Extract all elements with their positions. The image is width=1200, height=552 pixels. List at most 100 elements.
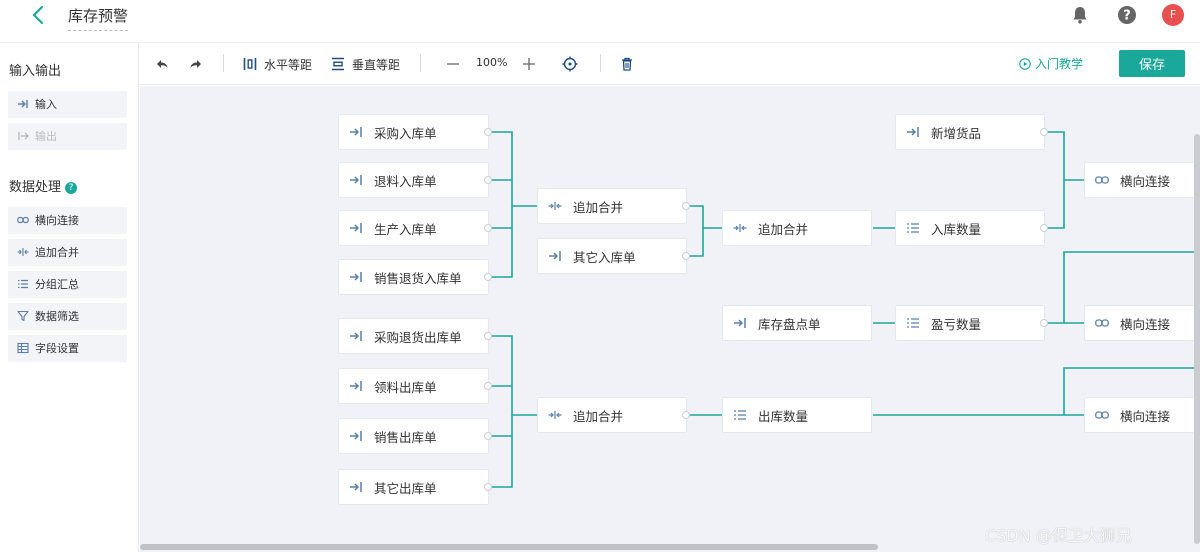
output-port[interactable] (484, 128, 492, 136)
flow-node[interactable]: 出库数量 (722, 397, 872, 433)
sidebar-item-group-summary[interactable]: 分组汇总 (8, 271, 127, 298)
output-port[interactable] (682, 202, 690, 210)
sidebar-item-append-merge[interactable]: 追加合并 (8, 239, 127, 266)
output-port[interactable] (682, 252, 690, 260)
flow-node[interactable]: 盈亏数量 (895, 305, 1048, 341)
toolbar-divider (600, 54, 601, 72)
sidebar-item-field-settings[interactable]: 字段设置 (8, 335, 127, 362)
output-port[interactable] (484, 224, 492, 232)
bell-icon[interactable] (1070, 5, 1090, 25)
page-title[interactable]: 库存预警 (68, 5, 129, 31)
output-port[interactable] (484, 273, 492, 281)
flow-node[interactable]: 追加合并 (722, 210, 872, 246)
node-label: 领料出库单 (374, 379, 437, 395)
merge-icon (548, 202, 562, 210)
flow-node[interactable]: 其它入库单 (537, 238, 690, 274)
flow-canvas[interactable]: 采购入库单 退料入库单 生产入库单 销售退货入库单 采购退货出库单 领料出库单 … (140, 86, 1200, 552)
zoom-in-button[interactable] (521, 55, 537, 73)
node-label: 出库数量 (758, 408, 809, 424)
back-arrow-icon[interactable] (28, 4, 50, 26)
save-button[interactable]: 保存 (1119, 50, 1185, 77)
toolbar-divider (223, 54, 224, 72)
sidebar-item-output[interactable]: 输出 (8, 123, 127, 150)
output-port[interactable] (682, 411, 690, 419)
vertical-distribute-button[interactable]: 垂直等距 (330, 55, 400, 73)
output-port[interactable] (484, 432, 492, 440)
intro-tutorial-link[interactable]: 入门教学 (1019, 55, 1083, 72)
flow-node[interactable]: 领料出库单 (338, 368, 492, 404)
connector (1046, 251, 1200, 324)
zoom-out-button[interactable] (445, 55, 461, 73)
output-port[interactable] (484, 332, 492, 340)
horizontal-distribute-button[interactable]: 水平等距 (242, 55, 312, 73)
horizontal-scrollbar[interactable] (140, 544, 878, 550)
sidebar-item-data-filter[interactable]: 数据筛选 (8, 303, 127, 330)
connector (491, 415, 513, 488)
plus-icon (523, 58, 535, 70)
input-icon (350, 223, 362, 233)
connector (491, 335, 537, 416)
help-icon[interactable]: ? (1117, 5, 1137, 25)
node-label: 入库数量 (931, 221, 982, 237)
horizontal-distribute-label: 水平等距 (264, 57, 313, 72)
crosshair-icon (562, 56, 578, 72)
flow-node[interactable]: 追加合并 (537, 188, 690, 224)
output-port[interactable] (1040, 224, 1048, 232)
undo-button[interactable] (154, 55, 170, 73)
input-icon (18, 100, 28, 108)
flow-node[interactable]: 库存盘点单 (722, 305, 872, 341)
list-icon (907, 318, 919, 328)
output-port[interactable] (1040, 128, 1048, 136)
sidebar-item-input[interactable]: 输入 (8, 91, 127, 118)
output-port[interactable] (484, 483, 492, 491)
sidebar-item-horizontal-join[interactable]: 横向连接 (8, 207, 127, 234)
center-view-button[interactable] (562, 55, 578, 73)
sidebar-item-label: 字段设置 (35, 342, 79, 355)
input-icon (350, 482, 362, 492)
flow-node[interactable]: 退料入库单 (338, 162, 492, 198)
node-label: 其它入库单 (573, 249, 636, 265)
zoom-level: 100% (476, 56, 508, 69)
output-port[interactable] (484, 382, 492, 390)
connector (491, 131, 537, 207)
vertical-scrollbar[interactable] (1194, 134, 1200, 544)
sidebar: 输入输出 输入 输出 数据处理? 横向连接 追加合并 分组汇总 数据筛选 字段设… (0, 43, 139, 552)
flow-node[interactable]: 新增货品 (895, 114, 1048, 150)
flow-node[interactable]: 横向连接 (1084, 305, 1200, 341)
flow-node[interactable]: 横向连接 (1084, 162, 1200, 198)
processing-section-title: 数据处理? (9, 176, 78, 195)
input-icon (350, 431, 362, 441)
output-port[interactable] (1040, 319, 1048, 327)
merge-icon (17, 248, 29, 256)
node-label: 横向连接 (1120, 408, 1171, 424)
node-label: 横向连接 (1120, 173, 1171, 189)
connector (1046, 180, 1065, 229)
flow-node[interactable]: 生产入库单 (338, 210, 492, 246)
node-label: 退料入库单 (374, 173, 437, 189)
flow-node[interactable]: 追加合并 (537, 397, 690, 433)
flow-node[interactable]: 横向连接 (1084, 397, 1200, 433)
redo-button[interactable] (188, 55, 204, 73)
delete-button[interactable] (619, 55, 635, 73)
input-icon (350, 331, 362, 341)
flow-node[interactable]: 采购入库单 (338, 114, 492, 150)
flow-node[interactable]: 采购退货出库单 (338, 318, 492, 354)
output-port[interactable] (484, 176, 492, 184)
table-icon (17, 342, 29, 354)
input-icon (549, 251, 561, 261)
sidebar-item-label: 追加合并 (35, 246, 79, 259)
flow-node[interactable]: 销售出库单 (338, 418, 492, 454)
help-badge-icon[interactable]: ? (65, 182, 78, 194)
intro-tutorial-label: 入门教学 (1035, 57, 1084, 71)
flow-node[interactable]: 销售退货入库单 (338, 259, 492, 295)
flow-node[interactable]: 其它出库单 (338, 469, 492, 505)
node-label: 销售出库单 (374, 429, 437, 445)
input-icon (350, 175, 362, 185)
avatar[interactable]: F (1162, 4, 1184, 26)
sidebar-item-label: 数据筛选 (35, 310, 79, 323)
connector (491, 206, 513, 278)
flow-node[interactable]: 入库数量 (895, 210, 1048, 246)
node-label: 追加合并 (573, 408, 624, 424)
merge-icon (733, 224, 747, 232)
input-icon (734, 318, 746, 328)
